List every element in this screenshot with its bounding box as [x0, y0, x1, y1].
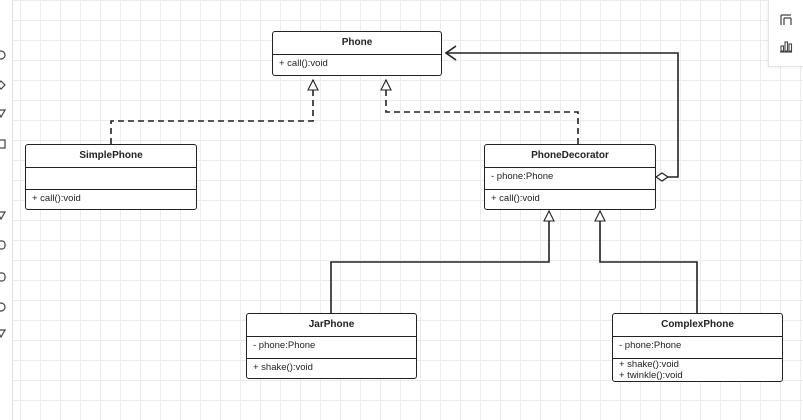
method: + twinkle():void	[619, 370, 683, 381]
cylinder-icon[interactable]	[0, 272, 6, 282]
attribute: - phone:Phone	[253, 340, 316, 351]
attributes-section	[26, 167, 196, 189]
class-name: PhoneDecorator	[531, 150, 609, 161]
methods-section: + call():void	[485, 189, 655, 209]
triangle-icon[interactable]	[0, 108, 6, 118]
method: + call():void	[32, 193, 81, 204]
class-name: SimplePhone	[79, 150, 143, 161]
generalization-edge-complexphone-decorator[interactable]	[600, 211, 698, 313]
circle-icon[interactable]	[0, 50, 6, 60]
realization-edge-decorator-phone[interactable]	[386, 80, 579, 144]
methods-section: + call():void	[273, 54, 441, 75]
methods-section: + call():void	[26, 189, 196, 209]
cylinder-icon[interactable]	[0, 240, 6, 250]
generalization-edge-jarphone-decorator[interactable]	[330, 211, 549, 313]
format-panel	[768, 0, 803, 67]
attributes-section: - phone:Phone	[247, 336, 416, 358]
class-name: ComplexPhone	[661, 319, 734, 330]
attribute: - phone:Phone	[491, 171, 554, 182]
class-complexphone[interactable]: ComplexPhone - phone:Phone + shake():voi…	[612, 313, 783, 382]
class-phone[interactable]: Phone + call():void	[272, 31, 442, 76]
chart-icon[interactable]	[778, 38, 794, 54]
method: + call():void	[279, 58, 328, 69]
method: + shake():void	[619, 359, 679, 370]
methods-section: + shake():void + twinkle():void	[613, 358, 782, 381]
class-simplephone[interactable]: SimplePhone + call():void	[25, 144, 197, 210]
class-phonedecorator[interactable]: PhoneDecorator - phone:Phone + call():vo…	[484, 144, 656, 210]
class-jarphone[interactable]: JarPhone - phone:Phone + shake():void	[246, 313, 417, 379]
attribute: - phone:Phone	[619, 340, 682, 351]
attributes-section: - phone:Phone	[485, 167, 655, 189]
open-arrowhead	[444, 45, 457, 61]
format-icon[interactable]	[778, 12, 794, 28]
methods-section: + shake():void	[247, 358, 416, 378]
method: + shake():void	[253, 362, 313, 373]
square-icon[interactable]	[0, 139, 6, 149]
circle-icon[interactable]	[0, 302, 6, 312]
realization-edge-simplephone-phone[interactable]	[110, 80, 313, 144]
method: + call():void	[491, 193, 540, 204]
aggregation-edge-decorator-phone[interactable]	[446, 52, 679, 178]
diamond-icon[interactable]	[0, 80, 6, 90]
attribute	[32, 170, 190, 183]
aggregation-diamond	[654, 172, 670, 182]
triangle-icon[interactable]	[0, 210, 6, 220]
shape-toolbar	[0, 0, 13, 420]
triangle-icon[interactable]	[0, 328, 6, 338]
class-name: Phone	[341, 37, 373, 48]
class-name: JarPhone	[308, 319, 355, 330]
attributes-section: - phone:Phone	[613, 336, 782, 358]
